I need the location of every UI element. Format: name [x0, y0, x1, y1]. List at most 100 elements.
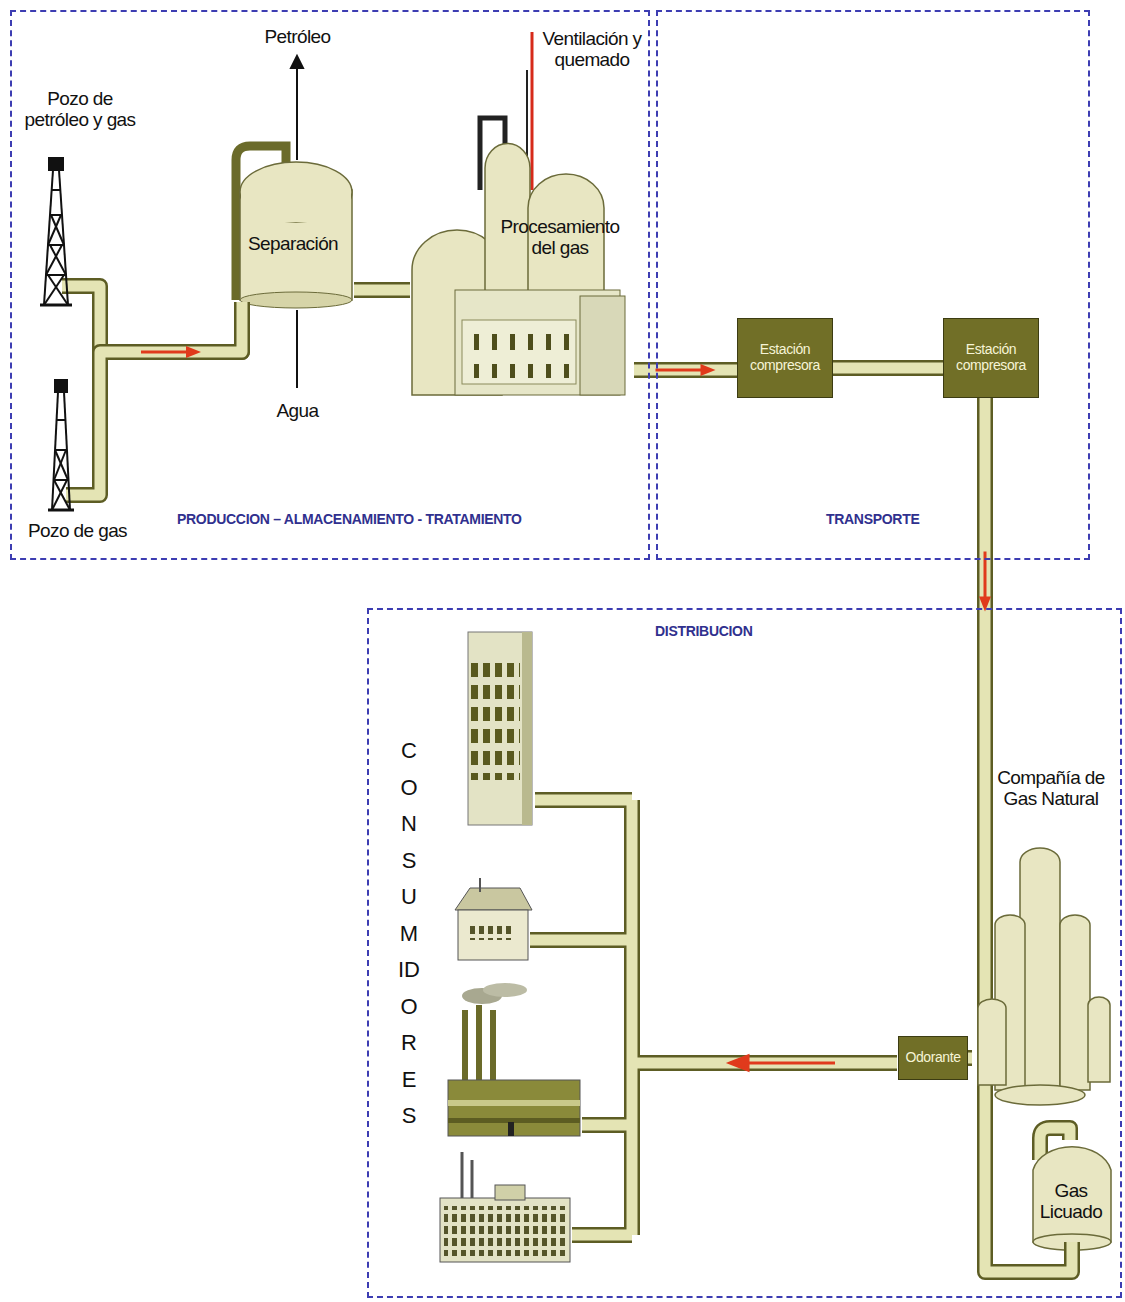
leader-arrow-part	[296, 66, 298, 160]
consumer-buildings-part	[490, 1010, 496, 1085]
pipeline-part	[977, 398, 993, 765]
separator-tank	[236, 146, 352, 308]
gas-derrick-part	[54, 450, 66, 480]
region-band: PRODUCCION – ALMACENAMIENTO - TRATAMIENT…	[10, 10, 650, 560]
node-label: Procesamiento del gas	[492, 216, 628, 259]
oil-derrick-part	[46, 245, 62, 275]
gas-derrick-part	[54, 480, 70, 510]
pipeline	[354, 290, 410, 291]
region-band: DISTRIBUCION Compañía de Gas NaturalOdora…	[367, 608, 1122, 1298]
flow-arrow-part	[745, 1062, 835, 1065]
consumer-buildings-part	[471, 1160, 474, 1200]
consumer-buildings-part	[483, 983, 527, 997]
pipeline-part	[968, 1050, 972, 1066]
oil-derrick-part	[44, 275, 64, 305]
pipe-stubs-part	[530, 800, 897, 1235]
pipeline-part	[833, 360, 943, 376]
flow-arrow-part	[730, 1056, 748, 1070]
oil-derrick-part	[49, 158, 63, 170]
pipeline-part	[141, 351, 189, 354]
region-title: TRANSPORTE	[826, 512, 919, 528]
node-label: Estación compresora	[738, 342, 832, 373]
pipeline-part	[354, 285, 410, 296]
gas-company-tanks-part	[1020, 848, 1060, 1095]
leader-arrow-part	[296, 310, 298, 388]
consumer-buildings-part	[508, 1122, 514, 1136]
well-node: Pozo de petróleo y gas	[15, 88, 151, 305]
gas-company-tanks-part	[978, 999, 1006, 1085]
consumer-buildings-part	[470, 922, 515, 940]
consumer-buildings	[440, 632, 580, 1262]
oil-derrick-part	[48, 275, 68, 305]
lng-tank-node: Gas Licuado	[1030, 1130, 1118, 1242]
consumer-buildings-part	[468, 632, 532, 825]
oil-derrick	[40, 158, 72, 305]
consumer-buildings-part	[458, 910, 528, 960]
node-label: Gas Licuado	[1030, 1180, 1112, 1223]
consumer-label: CONSUMIDORES	[398, 733, 420, 1135]
pipeline	[100, 302, 242, 378]
gas-derrick-part	[55, 380, 67, 392]
consumer-buildings-part	[448, 1080, 580, 1136]
stream-label: Ventilación y quemado	[536, 28, 648, 71]
pipe-stubs-part	[66, 376, 100, 495]
pipe-stubs-part	[530, 800, 897, 1235]
well-node: Pozo de gas	[15, 378, 146, 550]
consumer-buildings-part	[522, 632, 532, 825]
separator-tank-part	[241, 192, 351, 222]
separator-node: Separación	[232, 150, 354, 302]
gas-plant-part	[531, 32, 534, 190]
gas-derrick-part	[55, 450, 68, 480]
gas-company-tanks-part	[1060, 915, 1090, 1090]
gas-plant	[412, 32, 625, 395]
leader-arrow	[291, 56, 303, 388]
pipeline	[833, 368, 943, 369]
gas-derrick-part	[52, 480, 67, 510]
gas-derrick-part	[48, 509, 74, 512]
pipeline-part	[141, 351, 189, 354]
oil-derrick-part	[51, 189, 61, 191]
pipe-stubs-part	[66, 376, 100, 495]
gas-plant-part	[580, 296, 625, 395]
consumer-buildings-part	[476, 1005, 482, 1085]
gas-company: Compañía de Gas Natural	[972, 765, 1118, 1105]
gas-company-tanks-part	[995, 1085, 1085, 1105]
pipeline-part	[100, 302, 242, 378]
consumer-buildings-part	[440, 1198, 570, 1262]
consumer-buildings-part	[444, 1206, 566, 1256]
pipeline-part	[968, 1053, 972, 1064]
compressor-station: Estación compresora	[737, 318, 833, 398]
consumer-buildings-part	[455, 888, 532, 910]
region-band: TRANSPORTE Estación compresora Estación co…	[656, 10, 1090, 560]
oil-derrick-part	[51, 215, 64, 245]
node-label: Compañía de Gas Natural	[990, 767, 1112, 810]
pipeline-part	[656, 369, 704, 372]
pipeline-part	[980, 398, 991, 765]
pipeline-part	[100, 302, 242, 378]
consumer-buildings-part	[448, 1100, 580, 1106]
pipeline-part	[833, 363, 943, 374]
consumer-buildings-part	[479, 878, 481, 892]
region-title: DISTRIBUCION	[655, 624, 753, 640]
node-label: Estación compresora	[944, 342, 1038, 373]
pipeline-part	[354, 282, 410, 298]
node-label: Pozo de petróleo y gas	[15, 88, 145, 131]
node-label: Odorante	[905, 1050, 960, 1066]
node-label: Separación	[237, 233, 349, 254]
node-label: Pozo de gas	[15, 520, 140, 541]
stream-label: Agua	[255, 400, 340, 421]
gas-derrick-part	[56, 419, 66, 421]
gas-derrick	[48, 380, 74, 510]
compressor-station: Estación compresora	[943, 318, 1039, 398]
pipe-stubs	[62, 286, 985, 1235]
oil-derrick-part	[50, 245, 66, 275]
consumer-buildings-part	[470, 660, 520, 780]
consumer-buildings-part	[461, 1152, 464, 1200]
pipeline-part	[701, 364, 716, 376]
separator-tank-part	[240, 162, 352, 222]
oil-derrick-part	[48, 215, 61, 245]
pipeline	[968, 1058, 972, 1059]
separator-tank-part	[240, 292, 352, 308]
